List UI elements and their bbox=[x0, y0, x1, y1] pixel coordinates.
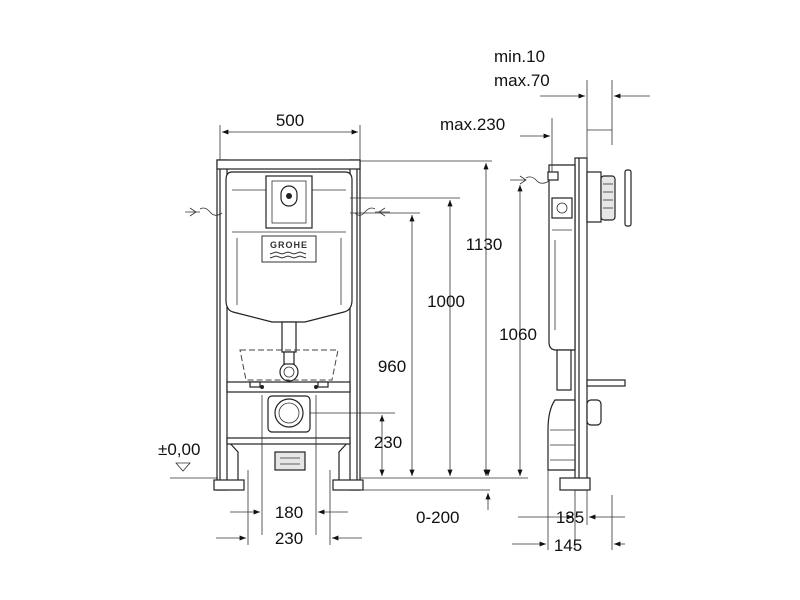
floor-level-icon bbox=[175, 462, 191, 472]
dim-height-230: 230 bbox=[374, 433, 402, 452]
side-drain-elbow bbox=[547, 399, 576, 471]
frame-foot-left bbox=[213, 479, 245, 491]
frame-foot-right bbox=[332, 479, 364, 491]
brand-logo-text: GROHE bbox=[270, 240, 308, 250]
dim-width-230: 230 bbox=[275, 529, 303, 548]
dim-max-70: max.70 bbox=[494, 71, 550, 90]
side-actuator-housing bbox=[586, 171, 602, 223]
side-flush-pipe bbox=[556, 349, 572, 391]
frame-top-bar bbox=[216, 159, 361, 170]
dim-range-0-200: 0-200 bbox=[416, 508, 459, 527]
dim-height-1060: 1060 bbox=[499, 325, 537, 344]
front-view: GROHE bbox=[185, 159, 390, 545]
flush-pipe bbox=[281, 321, 297, 353]
side-foot bbox=[559, 477, 591, 491]
dim-depth-135: 135 bbox=[556, 508, 584, 527]
water-inlet-left-icon bbox=[185, 207, 200, 217]
side-water-inlet-icon bbox=[510, 175, 527, 185]
side-flush-plate bbox=[624, 169, 632, 227]
frame-bottom-bar bbox=[226, 437, 351, 445]
dim-width-frame: 500 bbox=[276, 111, 304, 130]
side-inlet-valve bbox=[551, 197, 573, 219]
dim-min-10: min.10 bbox=[494, 47, 545, 66]
wc-outline bbox=[239, 349, 339, 381]
floor-level-label: ±0,00 bbox=[158, 440, 200, 459]
dim-width-180: 180 bbox=[275, 503, 303, 522]
floor-drain bbox=[274, 451, 306, 471]
side-frame-profile bbox=[574, 157, 588, 491]
water-inlet-right-icon bbox=[375, 207, 390, 217]
dim-height-1000: 1000 bbox=[427, 292, 465, 311]
side-view bbox=[510, 157, 632, 491]
side-bolt bbox=[586, 379, 626, 387]
dim-max-230: max.230 bbox=[440, 115, 505, 134]
dim-height-1130: 1130 bbox=[466, 235, 503, 254]
side-dimensions: min.10 max.70 max.230 135 145 bbox=[440, 47, 650, 555]
frame-crossbar bbox=[226, 381, 351, 393]
flush-pipe-elbow bbox=[279, 362, 299, 382]
side-actuator-button bbox=[600, 175, 616, 221]
dim-height-960: 960 bbox=[378, 357, 406, 376]
front-dimensions: 500 960 1000 1130 1060 230 ±0,00 0-200 bbox=[158, 111, 537, 548]
dim-depth-145: 145 bbox=[554, 536, 582, 555]
brand-logo: GROHE bbox=[261, 235, 317, 263]
side-cistern bbox=[548, 164, 576, 351]
